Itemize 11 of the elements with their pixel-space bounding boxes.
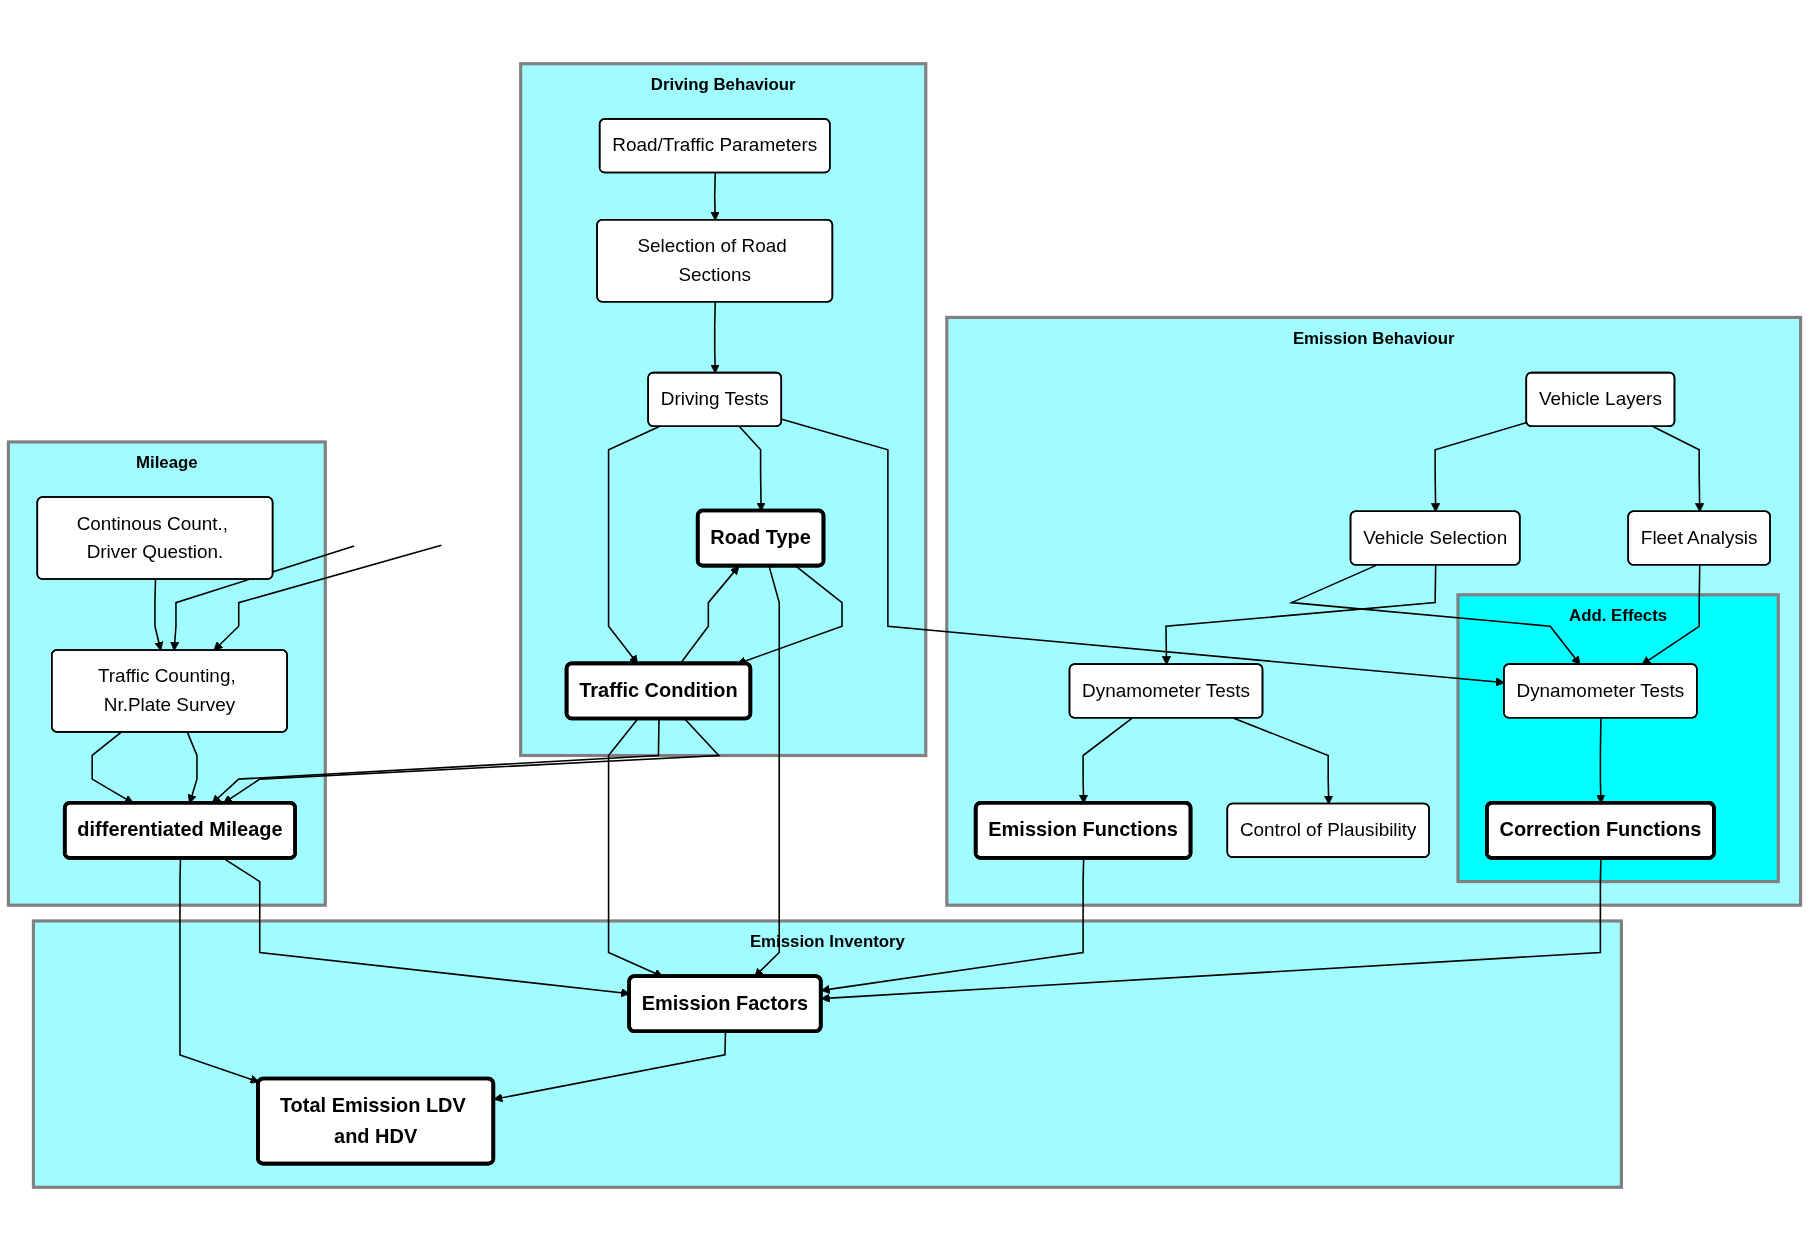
arrow — [710, 301, 720, 374]
arrow — [710, 172, 720, 221]
arrow — [1161, 564, 1437, 666]
arrow — [1652, 425, 1705, 513]
arrow — [213, 544, 443, 651]
arrow — [1288, 564, 1581, 666]
arrow — [1641, 564, 1701, 666]
arrow — [1233, 717, 1334, 805]
arrow — [179, 857, 260, 1084]
arrow — [154, 578, 164, 651]
arrow — [170, 545, 355, 651]
